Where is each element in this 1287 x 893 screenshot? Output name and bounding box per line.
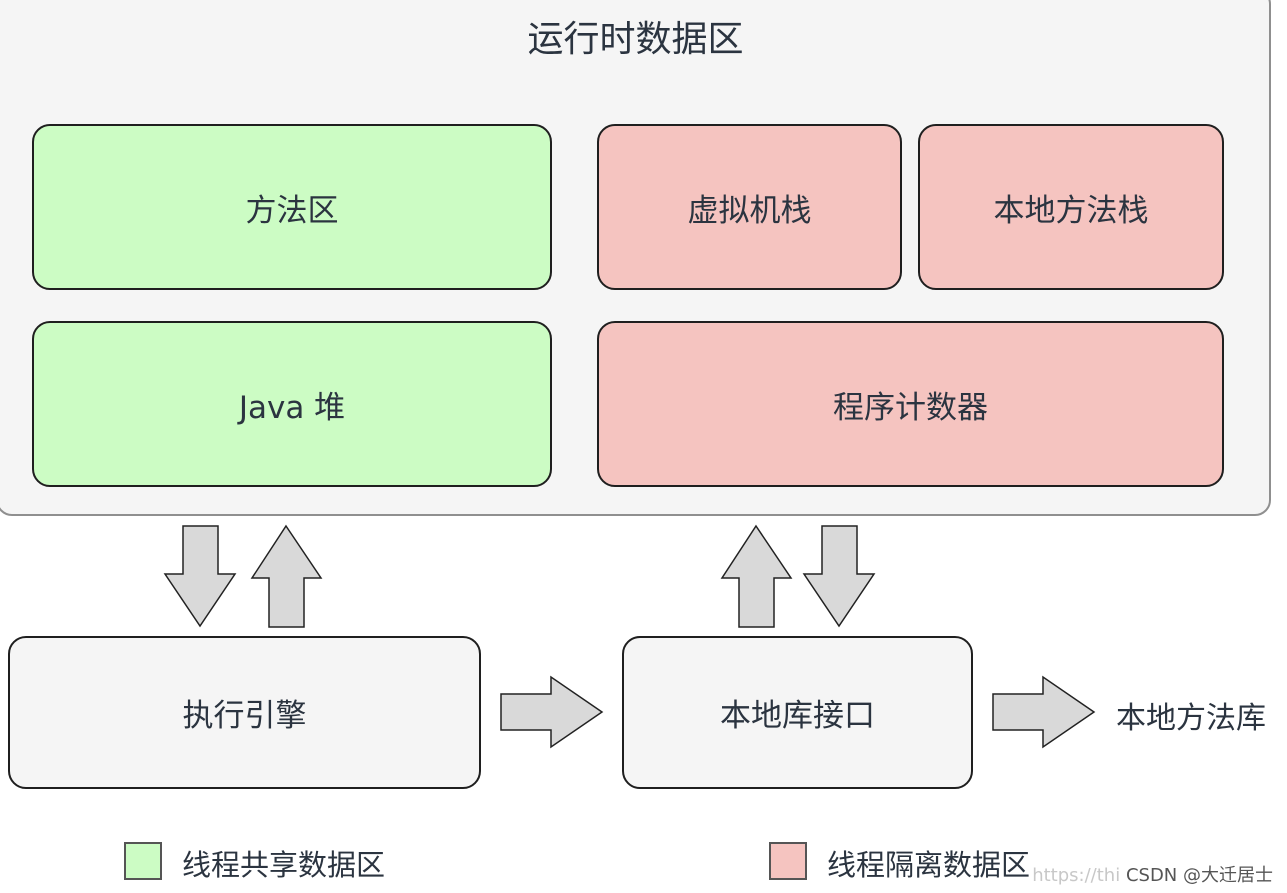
- method-area-box: 方法区: [32, 124, 552, 290]
- runtime-data-area-title: 运行时数据区: [527, 19, 744, 60]
- execution-engine-box: 执行引擎: [8, 636, 481, 789]
- watermark-url: https://thi: [1032, 865, 1121, 886]
- program-counter-label: 程序计数器: [833, 389, 988, 426]
- native-interface-box: 本地库接口: [622, 636, 973, 789]
- vm-stack-label: 虚拟机栈: [687, 192, 812, 229]
- java-heap-box: Java 堆: [32, 321, 552, 487]
- legend-isolated-swatch: [769, 842, 807, 880]
- vm-stack-box: 虚拟机栈: [597, 124, 902, 290]
- execution-engine-label: 执行引擎: [182, 698, 307, 734]
- down-arrow-icon: [802, 525, 876, 628]
- down-arrow-icon: [163, 525, 237, 628]
- java-heap-label: Java 堆: [238, 389, 346, 426]
- native-method-stack-box: 本地方法栈: [918, 124, 1224, 290]
- native-library-label: 本地方法库: [1116, 701, 1266, 736]
- native-interface-label: 本地库接口: [720, 698, 875, 734]
- native-method-stack-label: 本地方法栈: [993, 192, 1149, 229]
- legend-shared-label: 线程共享数据区: [182, 848, 386, 882]
- legend-isolated-label: 线程隔离数据区: [827, 848, 1031, 882]
- program-counter-box: 程序计数器: [597, 321, 1224, 487]
- up-arrow-icon: [250, 524, 323, 628]
- method-area-label: 方法区: [245, 192, 339, 229]
- right-arrow-icon: [500, 675, 604, 749]
- watermark: https://thi CSDN @大迁居士: [1032, 861, 1273, 887]
- up-arrow-icon: [720, 524, 793, 628]
- legend-shared-swatch: [124, 842, 162, 880]
- right-arrow-icon: [992, 675, 1096, 749]
- watermark-text: CSDN @大迁居士: [1125, 865, 1273, 886]
